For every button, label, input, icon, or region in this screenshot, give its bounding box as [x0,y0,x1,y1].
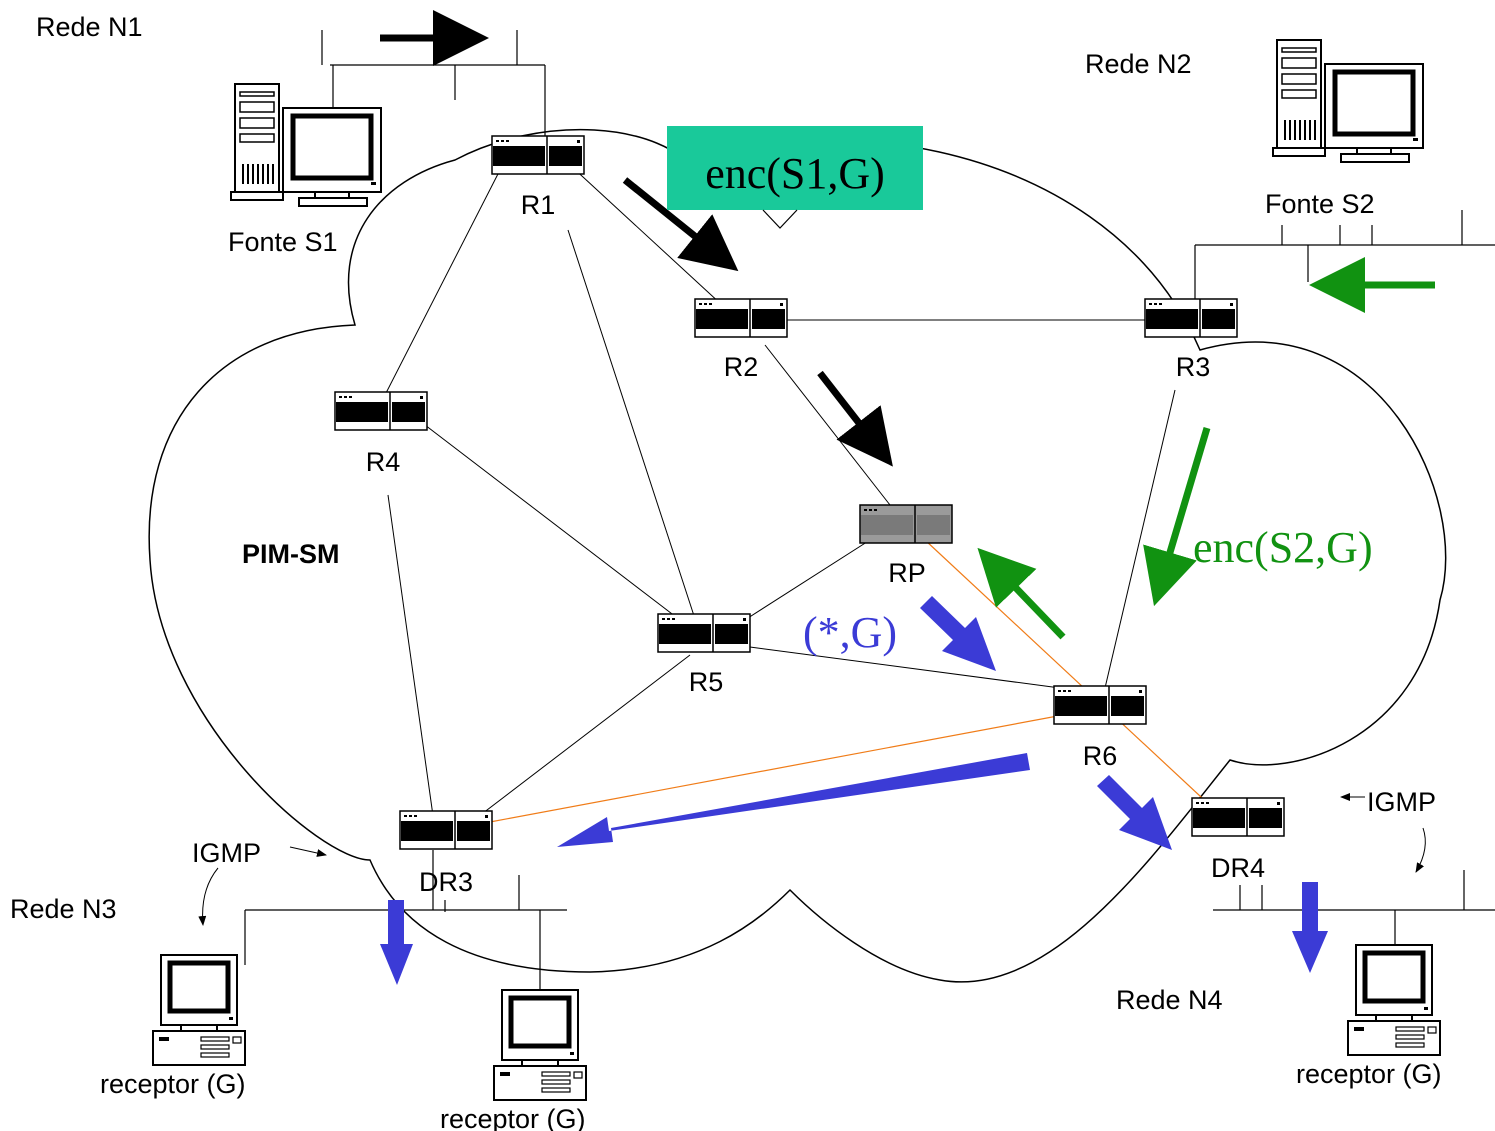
source-s2-label: Fonte S2 [1265,189,1375,219]
router-r6 [1053,685,1147,725]
flow-arrow-dr4-n4 [1292,882,1328,973]
receiver-left-computer [153,955,245,1065]
enc-s2-label: enc(S2,G) [1193,523,1373,572]
pim-sm-cloud [148,128,1447,983]
pim-sm-label: PIM-SM [242,539,340,569]
igmp-left-label: IGMP [192,838,261,868]
router-r6-label: R6 [1083,741,1118,771]
router-rp [859,504,953,544]
router-dr3-label: DR3 [419,867,473,897]
router-r1-label: R1 [521,190,556,220]
flow-arrow-r3-r6 [1143,427,1211,607]
router-dr4-label: DR4 [1211,853,1265,883]
flow-arrow-r6-rp [977,547,1066,640]
enc-s1-callout: enc(S1,G) [667,126,923,229]
receiver-middle-label: receptor (G) [440,1104,586,1131]
network-n4-label: Rede N4 [1116,985,1223,1015]
router-r4 [334,391,428,431]
source-s2-computer [1273,40,1423,162]
router-r3 [1144,298,1238,338]
flow-arrow-r2-rp [817,370,893,467]
network-n2-label: Rede N2 [1085,49,1192,79]
router-r2 [694,298,788,338]
receiver-middle-computer [494,990,586,1100]
receiver-left-label: receptor (G) [100,1069,246,1099]
shared-tree-links [489,539,1216,823]
network-n1-label: Rede N1 [36,12,143,42]
router-r3-label: R3 [1176,352,1211,382]
igmp-arrow-left-1 [289,846,327,857]
network-n3-segment [244,850,567,990]
router-rp-label: RP [888,558,926,588]
enc-s1-label: enc(S1,G) [705,149,885,198]
router-r4-label: R4 [366,447,401,477]
source-s1-computer [231,84,381,206]
network-n4-segment [1213,870,1495,945]
igmp-arrow-left-2 [198,867,219,926]
router-r1 [491,135,585,175]
router-r2-label: R2 [724,352,759,382]
router-links [384,164,1176,831]
enc-s1-box [667,126,923,210]
network-n2-segment [1194,210,1495,300]
igmp-arrow-right-2 [1415,827,1426,873]
source-s1-label: Fonte S1 [228,227,338,257]
flow-arrow-r6-dr3 [557,753,1030,847]
router-r5 [657,613,751,653]
network-n3-label: Rede N3 [10,894,117,924]
enc-s1-pointer [762,209,798,229]
receiver-right-computer [1348,945,1440,1055]
flow-arrow-r1-r2 [622,177,739,272]
star-g-label: (*,G) [803,608,897,657]
flow-arrow-rp-r6 [920,596,996,671]
flow-arrow-dr3-n3 [380,900,413,985]
igmp-right-label: IGMP [1367,787,1436,817]
blue-arrows [380,596,1328,985]
router-r5-label: R5 [689,667,724,697]
receiver-right-label: receptor (G) [1296,1059,1442,1089]
flow-arrow-r6-dr4 [1097,775,1172,850]
router-dr3 [399,810,493,850]
router-dr4 [1191,797,1285,837]
